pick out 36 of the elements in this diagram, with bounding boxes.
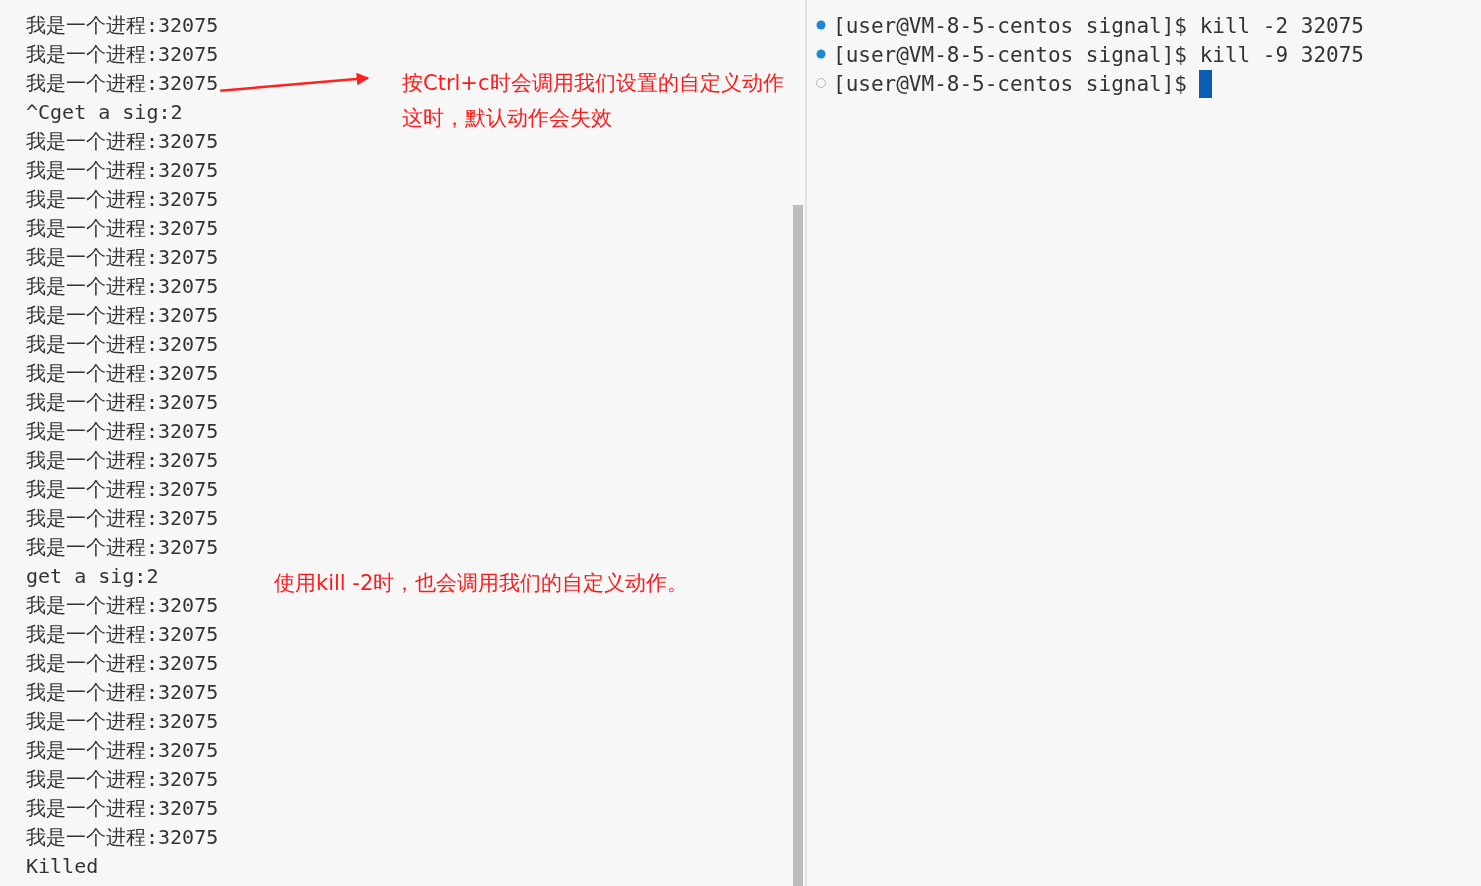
- command-line: [user@VM-8-5-centos signal]$ kill -9 32075: [833, 42, 1364, 69]
- terminal-line: 我是一个进程:32075: [26, 824, 219, 851]
- terminal-line: 我是一个进程:32075: [26, 534, 219, 561]
- terminal-line: 我是一个进程:32075: [26, 157, 219, 184]
- terminal-line: 我是一个进程:32075: [26, 447, 219, 474]
- terminal-line: 我是一个进程:32075: [26, 708, 219, 735]
- terminal-line: 我是一个进程:32075: [26, 69, 219, 98]
- arrow: [220, 72, 370, 92]
- terminal-line: 我是一个进程:32075: [26, 273, 219, 300]
- terminal-line: 我是一个进程:32075: [26, 128, 219, 155]
- terminal-line: 我是一个进程:32075: [26, 505, 219, 532]
- terminal-line: 我是一个进程:32075: [26, 186, 219, 213]
- terminal-line: get a sig:2: [26, 563, 159, 590]
- terminal-line: 我是一个进程:32075: [26, 592, 219, 619]
- terminal-line: 我是一个进程:32075: [26, 737, 219, 764]
- terminal-line: 我是一个进程:32075: [26, 389, 219, 416]
- command-line: [user@VM-8-5-centos signal]$ kill -2 32075: [833, 13, 1364, 40]
- terminal-line: 我是一个进程:32075: [26, 766, 219, 793]
- terminal-line: 我是一个进程:32075: [26, 41, 219, 68]
- terminal-line: 我是一个进程:32075: [26, 360, 219, 387]
- terminal-line: 我是一个进程:32075: [26, 215, 219, 242]
- terminal-line: 我是一个进程:32075: [26, 331, 219, 358]
- terminal-line: 我是一个进程:32075: [26, 650, 219, 677]
- terminal-line: Killed: [26, 853, 99, 880]
- terminal-line: 我是一个进程:32075: [26, 418, 219, 445]
- terminal-line: 我是一个进程:32075: [26, 679, 219, 706]
- annotation-text: 使用kill -2时，也会调用我们的自定义动作。: [274, 570, 689, 597]
- terminal-line: 我是一个进程:32075: [26, 621, 219, 648]
- annotation-text: 按Ctrl+c时会调用我们设置的自定义动作 这时，默认动作会失效: [402, 66, 784, 136]
- terminal-line: 我是一个进程:32075: [26, 12, 219, 39]
- terminal-line: ^Cget a sig:2: [26, 99, 183, 126]
- terminal-line: 我是一个进程:32075: [26, 302, 219, 329]
- terminal-line: 我是一个进程:32075: [26, 795, 219, 822]
- command-line: [user@VM-8-5-centos signal]$: [833, 71, 1187, 98]
- terminal-line: 我是一个进程:32075: [26, 244, 219, 271]
- terminal-line: 我是一个进程:32075: [26, 476, 219, 503]
